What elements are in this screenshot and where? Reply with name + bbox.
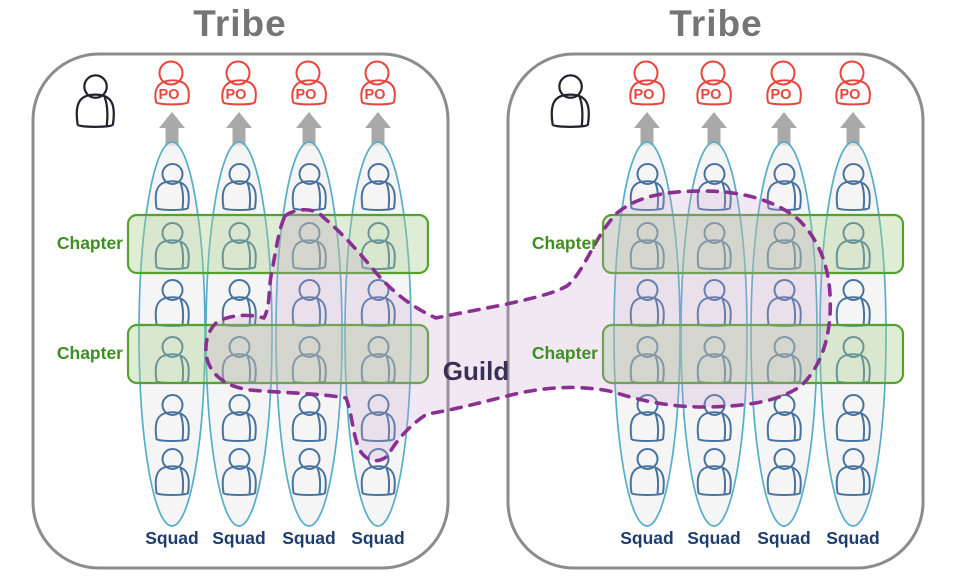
chapter-label: Chapter <box>56 233 123 253</box>
po-label: PO <box>633 87 655 103</box>
squad-label: Squad <box>687 528 741 548</box>
po-label: PO <box>700 87 722 103</box>
po-label: PO <box>839 87 861 103</box>
guild-region <box>204 189 833 463</box>
po-label: PO <box>295 87 317 103</box>
squad-label: Squad <box>212 528 266 548</box>
chapter-label: Chapter <box>531 343 598 363</box>
chapter-label: Chapter <box>531 233 598 253</box>
po-label: PO <box>364 87 386 103</box>
squad-label: Squad <box>351 528 405 548</box>
po-label: PO <box>770 87 792 103</box>
chapter-label: Chapter <box>56 343 123 363</box>
squad-label: Squad <box>620 528 674 548</box>
po-label: PO <box>225 87 247 103</box>
squad-label: Squad <box>145 528 199 548</box>
guild-label: Guild <box>442 356 510 386</box>
tribe-title: Tribe <box>669 3 763 44</box>
squad-label: Squad <box>757 528 811 548</box>
tribe-title: Tribe <box>193 3 287 44</box>
squad-label: Squad <box>282 528 336 548</box>
po-label: PO <box>158 87 180 103</box>
squad-label: Squad <box>826 528 880 548</box>
